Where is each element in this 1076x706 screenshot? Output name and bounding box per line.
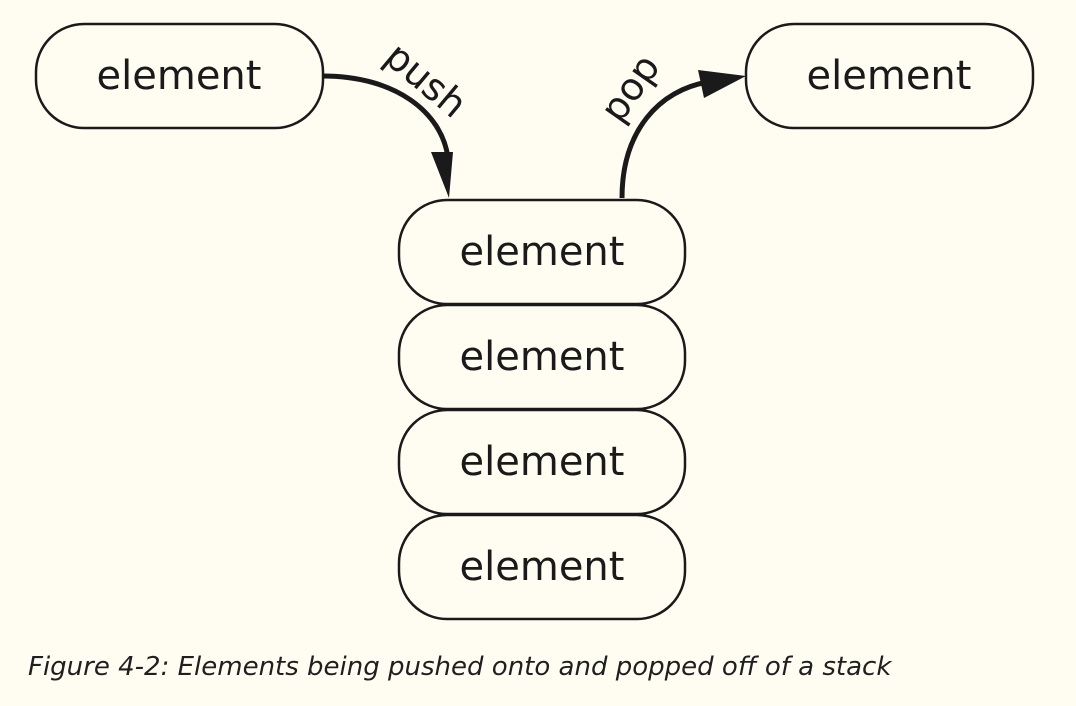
- pop-arrow: [619, 70, 746, 199]
- stack-element-1: element: [397, 198, 687, 306]
- stack-element-2-label: element: [460, 334, 625, 380]
- stack-element-4-label: element: [460, 544, 625, 590]
- stack-element-4: element: [397, 513, 687, 621]
- stack-element-3: element: [397, 408, 687, 516]
- push-arrow: [322, 73, 453, 198]
- source-element-node: element: [34, 22, 325, 130]
- source-element-label: element: [97, 53, 262, 99]
- pop-label: pop: [591, 46, 668, 130]
- stack-element-3-label: element: [460, 439, 625, 485]
- popped-element-node: element: [744, 22, 1035, 130]
- figure-caption: Figure 4-2: Elements being pushed onto a…: [28, 652, 892, 682]
- stack-element-2: element: [397, 303, 687, 411]
- popped-element-label: element: [807, 53, 972, 99]
- stack-element-1-label: element: [460, 229, 625, 275]
